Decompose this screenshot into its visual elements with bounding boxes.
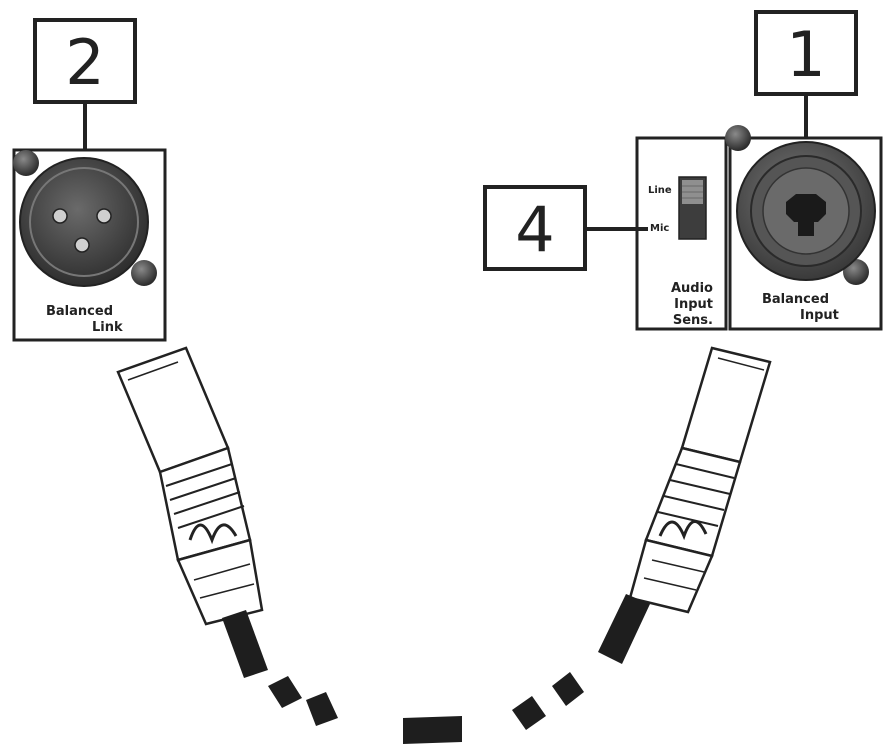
cable-segment	[552, 672, 584, 706]
cable-segment	[268, 676, 302, 708]
xlr-pin	[74, 237, 90, 253]
sensitivity-label-line2: Input	[674, 297, 713, 312]
screw-icon	[13, 150, 39, 176]
switch-label-line: Line	[648, 185, 672, 196]
xlr-pin	[96, 208, 112, 224]
callout-number-4: 4	[515, 193, 554, 266]
callout-box-1	[754, 10, 858, 96]
callout-number-2: 2	[65, 26, 104, 99]
input-panel: Balanced Input	[725, 125, 883, 331]
link-panel-label-line2: Link	[92, 320, 123, 335]
link-panel-label-line1: Balanced	[46, 304, 113, 319]
screw-icon	[725, 125, 751, 151]
plug-boot	[176, 538, 264, 626]
sensitivity-panel: Line Mic Audio Input Sens.	[635, 136, 728, 331]
combo-jack-icon	[736, 141, 876, 281]
screw-icon	[131, 260, 157, 286]
cable-segment	[598, 594, 650, 664]
plug-housing	[680, 346, 772, 464]
plug-boot	[628, 538, 714, 614]
callout-box-4	[483, 185, 587, 271]
cable	[222, 594, 650, 744]
callout-sensitivity: 4	[483, 185, 648, 271]
cable-segment	[222, 610, 268, 678]
xlr-plug-left	[116, 346, 264, 626]
xlr-plug-right	[628, 346, 772, 614]
sensitivity-switch[interactable]	[678, 176, 707, 240]
cable-segment	[306, 692, 338, 726]
xlr-female-socket-icon	[19, 157, 149, 287]
cable-segment	[512, 696, 546, 730]
xlr-pin	[52, 208, 68, 224]
sensitivity-label-line3: Sens.	[673, 313, 713, 328]
callout-link: 2	[33, 18, 137, 150]
link-panel: Balanced Link	[12, 148, 167, 342]
trs-xlr-slot	[786, 194, 826, 236]
switch-label-mic: Mic	[650, 223, 669, 234]
input-panel-label-line1: Balanced	[762, 292, 829, 307]
input-panel-label-line2: Input	[800, 308, 839, 323]
callout-input: 1	[754, 10, 858, 138]
cable-segment	[403, 716, 462, 744]
sensitivity-label-line1: Audio	[671, 281, 713, 296]
callout-number-1: 1	[786, 18, 825, 91]
